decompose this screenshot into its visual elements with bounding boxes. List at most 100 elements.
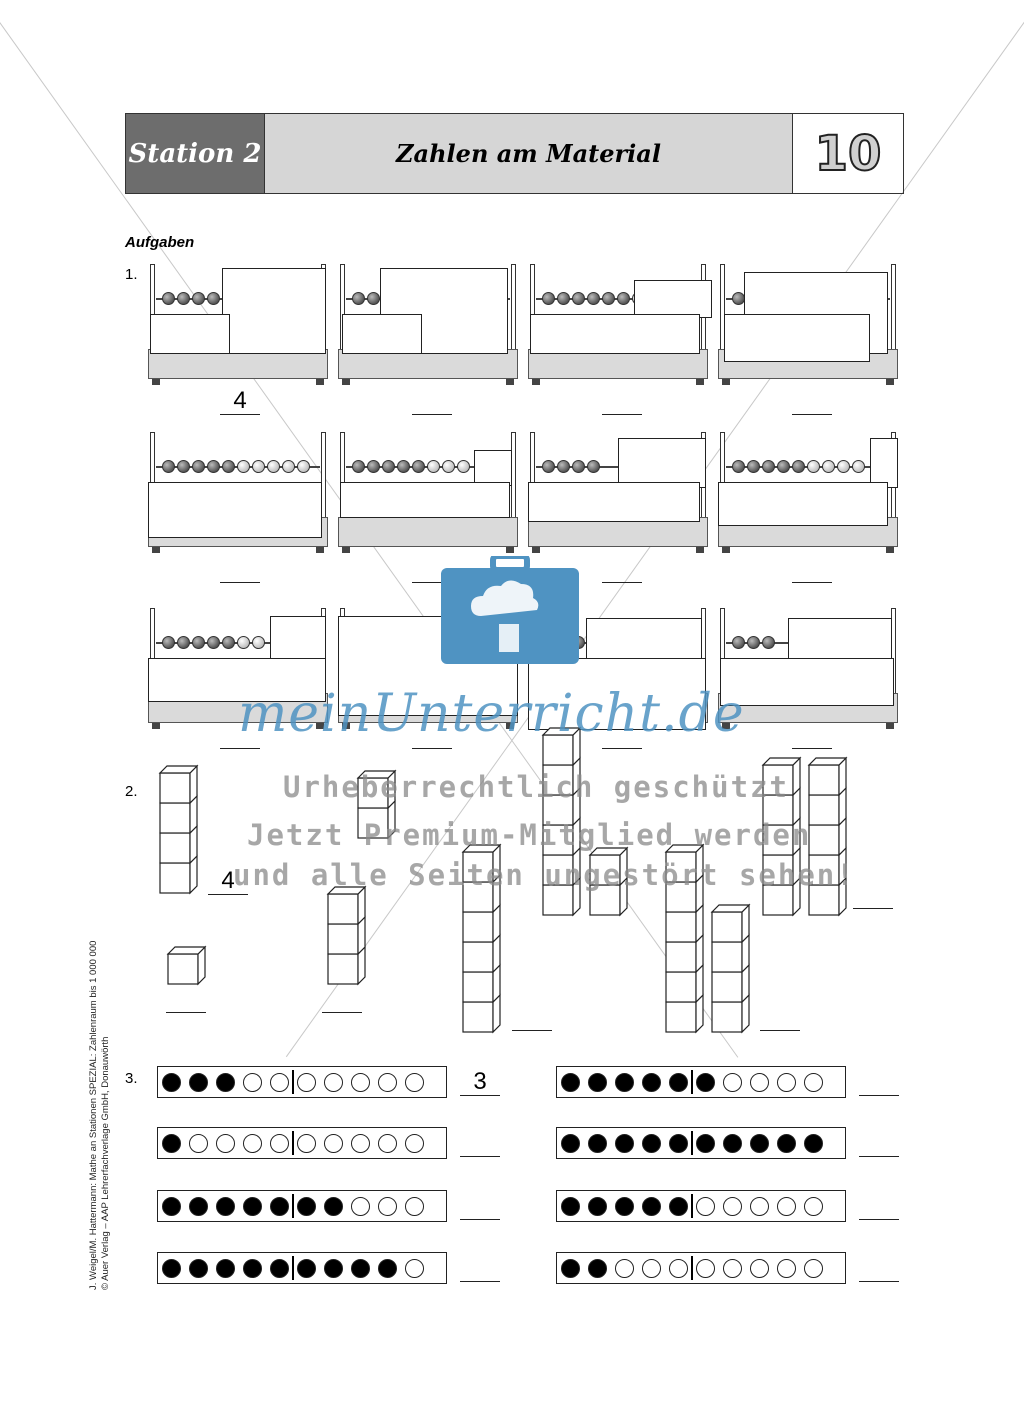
- counter-circle: [804, 1072, 823, 1092]
- unit-cube: [589, 876, 628, 917]
- counter-circle: [669, 1072, 688, 1092]
- counter-circle: [324, 1258, 343, 1278]
- abacus-bead: [162, 292, 175, 305]
- abacus-bead: [572, 460, 585, 473]
- abacus-bead: [162, 460, 175, 473]
- abacus-bead: [352, 292, 365, 305]
- abacus-bead: [207, 460, 220, 473]
- counter-circle: [696, 1072, 715, 1092]
- cube-top: [166, 946, 207, 955]
- abacus-bead: [587, 460, 600, 473]
- abacus-bead: [747, 460, 760, 473]
- abacus-bead: [177, 636, 190, 649]
- cover-card: [342, 314, 422, 354]
- twenty-field-row: [157, 1190, 447, 1222]
- counter-circle: [615, 1072, 634, 1092]
- task1-answer-line: 4: [220, 388, 260, 415]
- unit-cube: [167, 945, 206, 986]
- abacus-bead: [542, 460, 555, 473]
- twenty-field-row: [157, 1066, 447, 1098]
- counter-circle: [378, 1258, 397, 1278]
- unit-cube: [589, 846, 628, 887]
- abacus-foot: [152, 379, 160, 385]
- abacus-bead: [237, 460, 250, 473]
- unit-cube: [462, 903, 501, 944]
- counter-circle: [297, 1196, 316, 1216]
- counter-circle: [561, 1196, 580, 1216]
- counter-circle: [270, 1133, 289, 1153]
- unit-cube: [762, 816, 801, 857]
- abacus-bead: [747, 636, 760, 649]
- section-heading: Aufgaben: [125, 234, 195, 251]
- task1-answer-line: [792, 556, 832, 583]
- abacus-foot: [316, 547, 324, 553]
- task1-answer-line: [792, 388, 832, 415]
- task1-answer-line: [220, 722, 260, 749]
- cube-top: [461, 844, 502, 853]
- abacus-foot: [722, 723, 730, 729]
- watermark-premium: Jetzt Premium-Mitglied werden: [247, 818, 812, 852]
- cover-card: [340, 482, 510, 518]
- counter-circle: [804, 1133, 823, 1153]
- counter-circle: [189, 1072, 208, 1092]
- watermark-unlock: und alle Seiten ungestört sehen!: [233, 858, 856, 892]
- counter-circle: [669, 1133, 688, 1153]
- counter-circle: [270, 1258, 289, 1278]
- unit-cube: [542, 846, 581, 887]
- counter-circle: [324, 1072, 343, 1092]
- abacus-bead: [252, 636, 265, 649]
- abacus-foot: [152, 547, 160, 553]
- task3-answer-line: [460, 1130, 500, 1157]
- abacus-bead: [192, 460, 205, 473]
- task1-answer-line: [602, 388, 642, 415]
- counter-circle: [351, 1072, 370, 1092]
- unit-cube: [462, 963, 501, 1004]
- briefcase-cloud-logo-icon: [441, 556, 579, 664]
- abacus-bead: [442, 460, 455, 473]
- counter-circle: [588, 1133, 607, 1153]
- abacus-foot: [886, 547, 894, 553]
- abacus-bead: [252, 460, 265, 473]
- twenty-field-row: [157, 1127, 447, 1159]
- task1-answer-line: [792, 722, 832, 749]
- abacus-bead: [192, 292, 205, 305]
- abacus-figure: [338, 432, 518, 553]
- counter-circle: [216, 1072, 235, 1092]
- abacus-bead: [222, 460, 235, 473]
- twenty-field-row: [556, 1190, 846, 1222]
- unit-cube: [159, 854, 198, 895]
- counter-circle: [804, 1258, 823, 1278]
- task1-answer-line: [412, 722, 452, 749]
- task-label-1: 1.: [125, 266, 138, 283]
- counter-circle: [750, 1133, 769, 1153]
- unit-cube: [762, 756, 801, 797]
- counter-circle: [243, 1196, 262, 1216]
- counter-circle: [642, 1258, 661, 1278]
- cover-card: [870, 438, 898, 488]
- task2-answer-line: [853, 882, 893, 909]
- cover-card: [528, 658, 706, 730]
- cube-top: [761, 757, 802, 766]
- counter-circle: [642, 1133, 661, 1153]
- five-divider: [691, 1070, 693, 1094]
- station-header: Station 2 Zahlen am Material 10: [125, 113, 904, 194]
- task-label-3: 3.: [125, 1070, 138, 1087]
- abacus-foot: [696, 379, 704, 385]
- abacus-foot: [886, 723, 894, 729]
- abacus-foot: [342, 379, 350, 385]
- abacus-foot: [886, 379, 894, 385]
- five-divider: [292, 1194, 294, 1218]
- counter-circle: [297, 1133, 316, 1153]
- station-label: Station 2: [126, 114, 264, 193]
- counter-circle: [561, 1072, 580, 1092]
- page-number: 10: [814, 125, 883, 183]
- counter-circle: [351, 1258, 370, 1278]
- counter-circle: [405, 1196, 424, 1216]
- counter-circle: [351, 1133, 370, 1153]
- counter-circle: [561, 1133, 580, 1153]
- abacus-bead: [762, 460, 775, 473]
- abacus-figure: [338, 264, 518, 385]
- abacus-figure: [528, 608, 708, 730]
- unit-cube: [665, 903, 704, 944]
- abacus-foot: [532, 547, 540, 553]
